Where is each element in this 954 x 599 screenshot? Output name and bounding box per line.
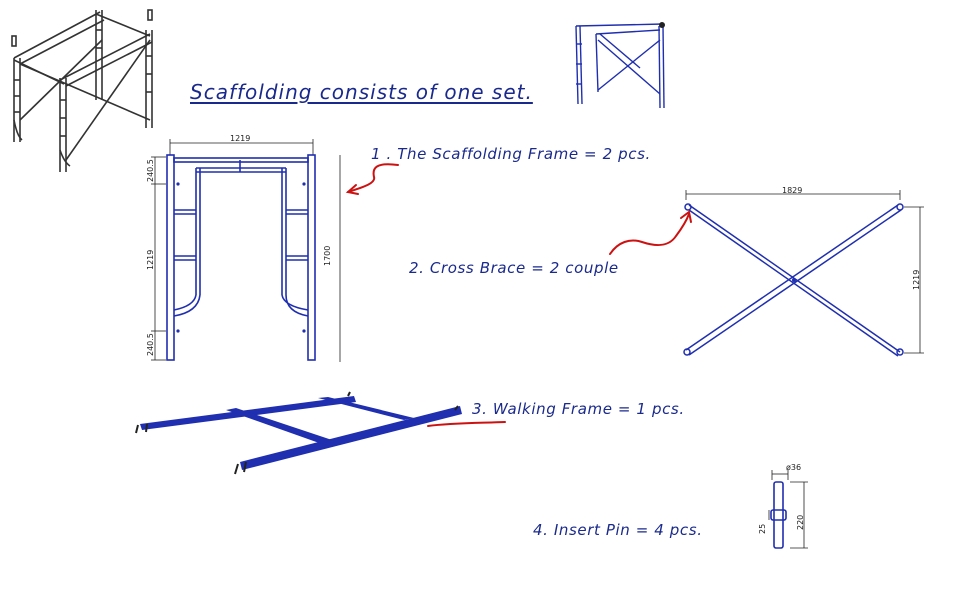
scaffold-3d-sketch: [11, 9, 153, 172]
dim-frame-width: 1219: [230, 134, 251, 143]
item-scaffolding-frame: 1 . The Scaffolding Frame = 2 pcs.: [371, 145, 651, 163]
dim-frame-mid: 1219: [146, 249, 155, 270]
scaffold-blue-sketch-cap: [659, 22, 665, 28]
dim-frame-bottom-gap: 240.5: [146, 333, 155, 356]
red-arrows: [345, 163, 692, 427]
dim-brace-width: 1829: [782, 186, 803, 195]
arrow-frame-head: [345, 184, 359, 195]
page-title: Scaffolding consists of one set.: [190, 80, 533, 104]
dim-pin-dia: ø36: [786, 463, 802, 472]
dim-brace-height: 1219: [912, 269, 921, 290]
item-walking-frame: 3. Walking Frame = 1 pcs.: [472, 400, 685, 418]
underline-walking-frame: [427, 421, 506, 427]
dim-frame-height: 1700: [323, 245, 332, 266]
item-cross-brace: 2. Cross Brace = 2 couple: [409, 259, 619, 277]
item-insert-pin: 4. Insert Pin = 4 pcs.: [533, 521, 703, 539]
arrow-brace-head: [680, 210, 692, 223]
dim-pin-length: 220: [796, 514, 805, 530]
insert-pin-drawing: [768, 470, 808, 549]
arrow-brace-pointer: [609, 213, 690, 255]
walking-frame-drawing: [135, 391, 462, 475]
scaffold-blue-sketch: [575, 23, 665, 109]
arrow-frame-pointer: [347, 163, 399, 193]
cross-brace-drawing: [683, 190, 924, 357]
dim-pin-mid: 25: [758, 523, 767, 534]
scaffolding-frame-drawing: [151, 139, 341, 362]
dim-frame-top-gap: 240.5: [146, 159, 155, 182]
